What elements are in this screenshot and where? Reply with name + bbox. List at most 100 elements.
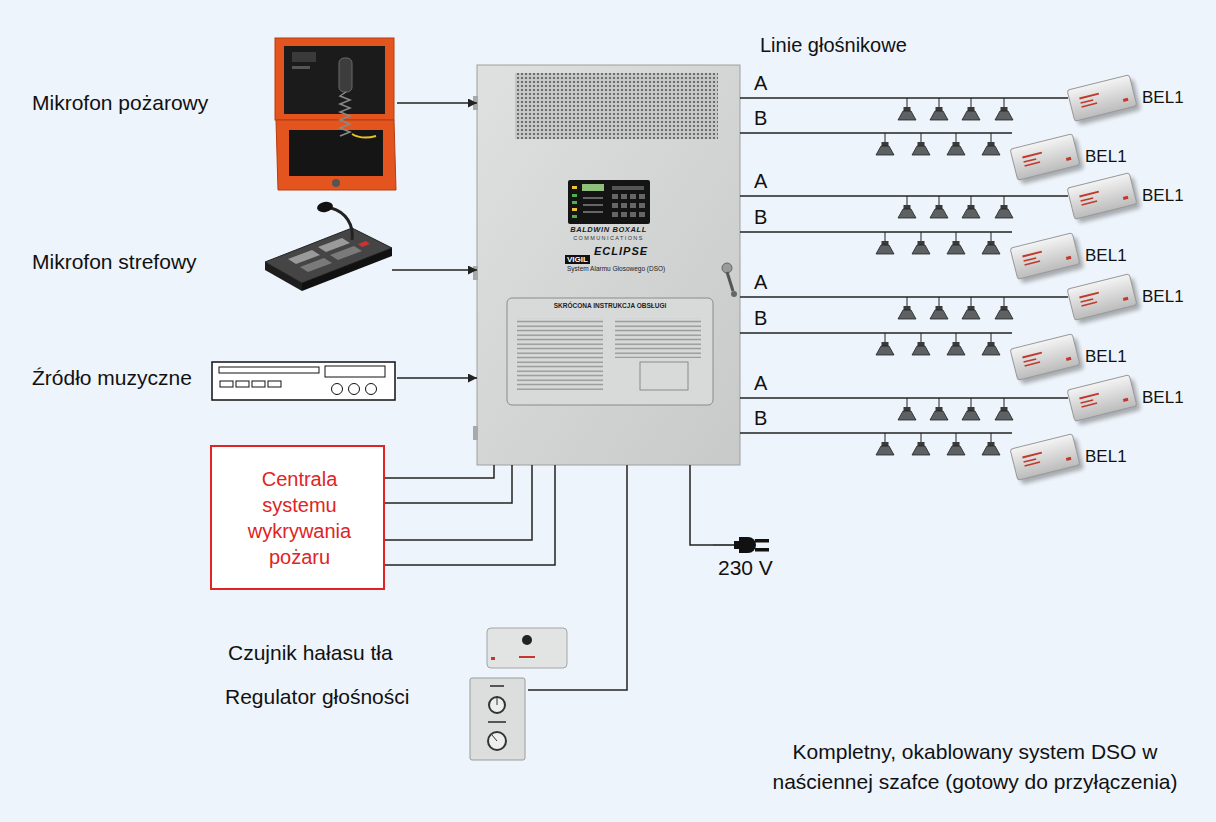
line-label: A xyxy=(752,72,769,95)
node-text: System Alarmu Głosowego (DSO) xyxy=(567,265,665,272)
connector-line xyxy=(528,465,627,690)
bel1-unit: BEL1 xyxy=(1068,373,1195,423)
connector-line xyxy=(740,97,1068,99)
connector-line xyxy=(740,195,1068,197)
node-text: Źródło muzyczne xyxy=(32,366,192,390)
text-slot: BEL1 xyxy=(1142,287,1184,307)
music-source: Źródło muzyczne xyxy=(30,358,397,402)
line-label: A xyxy=(752,271,769,294)
bel1-unit: BEL1 xyxy=(1012,224,1133,284)
connector-line xyxy=(385,465,512,503)
text-slot: B xyxy=(752,107,769,130)
bel1-unit: BEL1 xyxy=(1012,425,1133,485)
text-slot: SKRÓCONA INSTRUKCJA OBSŁUGI xyxy=(507,302,713,309)
node-text: Mikrofon pożarowy xyxy=(32,91,208,115)
connector-line xyxy=(690,465,713,545)
node-text: BEL1 xyxy=(1142,388,1184,408)
node-text: BEL1 xyxy=(1142,186,1184,206)
fire-panel-box: Centrala systemu wykrywania pożaru xyxy=(210,445,385,590)
node-text: BALDWIN BOXALL xyxy=(477,226,740,235)
node-text: BEL1 xyxy=(1085,147,1127,167)
text-slot: ECLIPSE xyxy=(594,245,648,258)
line-label: B xyxy=(752,206,769,229)
bel1-unit-pictures xyxy=(1010,74,1141,485)
connector-line xyxy=(385,465,532,540)
connector-line xyxy=(740,296,1068,298)
node-text: 230 V xyxy=(718,556,773,580)
fire-microphone: Mikrofon pożarowy xyxy=(30,38,397,190)
node-text: Centrala systemu wykrywania pożaru xyxy=(237,466,362,570)
cabinet-picture xyxy=(473,65,740,465)
text-slot: Linie głośnikowe xyxy=(760,34,907,57)
zone-microphone-picture xyxy=(265,201,392,291)
node-text: BEL1 xyxy=(1085,246,1127,266)
node-text: BEL1 xyxy=(1142,88,1184,108)
text-slot: B xyxy=(752,407,769,430)
volume-control: Regulator głośności xyxy=(221,676,528,762)
text-slot: BEL1 xyxy=(1085,147,1127,167)
connector-line xyxy=(397,102,477,104)
zone-microphone: Mikrofon strefowy xyxy=(30,198,392,290)
text-slot: BALDWIN BOXALL xyxy=(477,226,740,235)
text-slot: BEL1 xyxy=(1142,186,1184,206)
node-text: VIGIL xyxy=(565,255,590,264)
speaker-symbols xyxy=(876,98,1013,455)
text-slot: B xyxy=(752,206,769,229)
text-slot: A xyxy=(752,372,769,395)
music-source-picture xyxy=(212,362,395,400)
caption: Kompletny, okablowany system DSO w naści… xyxy=(755,737,1195,797)
text-slot: Źródło muzyczne xyxy=(32,366,192,390)
connector-line xyxy=(740,332,1012,334)
noise-sensor: Czujnik hałasu tła xyxy=(224,626,570,670)
fire-microphone-picture xyxy=(275,38,396,190)
connectors xyxy=(385,98,1068,690)
bel1-unit: BEL1 xyxy=(1068,272,1195,322)
text-slot: VIGIL xyxy=(565,248,590,266)
text-slot: System Alarmu Głosowego (DSO) xyxy=(567,265,665,272)
text-slot: A xyxy=(752,170,769,193)
line-label: B xyxy=(752,307,769,330)
bel1-unit: BEL1 xyxy=(1068,73,1195,123)
connector-line xyxy=(385,465,555,565)
node-text: Czujnik hałasu tła xyxy=(228,641,393,665)
text-slot: 230 V xyxy=(718,556,773,580)
node-text: BEL1 xyxy=(1142,287,1184,307)
dso-cabinet: BALDWIN BOXALLCOMMUNICATIONS VIGIL ECLIPSE… xyxy=(477,65,740,465)
connector-line xyxy=(740,397,1068,399)
text-slot: Regulator głośności xyxy=(225,685,409,709)
text-slot: B xyxy=(752,307,769,330)
line-label: B xyxy=(752,407,769,430)
volume-control-picture xyxy=(470,678,525,760)
text-slot: COMMUNICATIONS xyxy=(477,235,740,241)
node-text: SKRÓCONA INSTRUKCJA OBSŁUGI xyxy=(507,302,713,309)
node-text: COMMUNICATIONS xyxy=(477,235,740,241)
text-slot: BEL1 xyxy=(1085,447,1127,467)
bel1-unit: BEL1 xyxy=(1068,171,1195,221)
text-slot: BEL1 xyxy=(1142,388,1184,408)
bel1-unit: BEL1 xyxy=(1012,325,1133,385)
line-label: A xyxy=(752,372,769,395)
heading-label: Linie głośnikowe xyxy=(760,34,907,57)
text-slot: Mikrofon strefowy xyxy=(32,250,197,274)
node-text: BEL1 xyxy=(1085,447,1127,467)
node-text: Mikrofon strefowy xyxy=(32,250,197,274)
node-text: ECLIPSE xyxy=(594,245,648,258)
text-slot: A xyxy=(752,271,769,294)
connector-line xyxy=(385,465,494,478)
power-plug-picture xyxy=(713,537,769,553)
connector-line xyxy=(740,132,1012,134)
line-label: A xyxy=(752,170,769,193)
text-slot: Centrala systemu wykrywania pożaru xyxy=(237,466,362,570)
text-slot: Mikrofon pożarowy xyxy=(32,91,208,115)
connector-line xyxy=(392,269,477,271)
text-slot: BEL1 xyxy=(1142,88,1184,108)
text-slot: BEL1 xyxy=(1085,246,1127,266)
bel1-unit: BEL1 xyxy=(1012,125,1133,185)
node-text: Regulator głośności xyxy=(225,685,409,709)
text-slot: A xyxy=(752,72,769,95)
noise-sensor-picture xyxy=(487,628,567,668)
instruction-panel: SKRÓCONA INSTRUKCJA OBSŁUGI xyxy=(507,298,713,405)
